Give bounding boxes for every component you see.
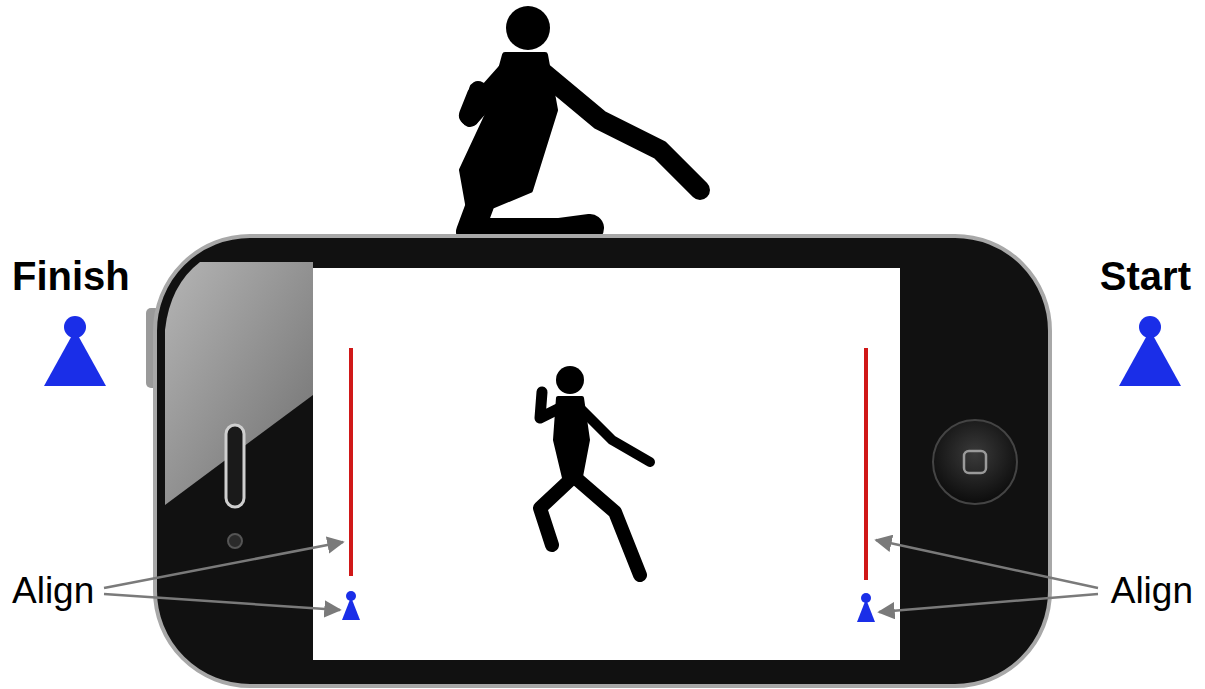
pawn-markers	[44, 316, 1181, 386]
finish-label: Finish	[12, 256, 130, 296]
align-label: Align	[12, 572, 94, 609]
runner-silhouette-top	[462, 6, 700, 232]
phone	[146, 236, 1050, 686]
runner-silhouette-screen	[540, 366, 650, 575]
leader-arrows	[104, 540, 1098, 612]
start-label: Start	[1100, 256, 1191, 296]
align-label: Align	[1111, 572, 1193, 609]
screen-content	[342, 348, 875, 622]
